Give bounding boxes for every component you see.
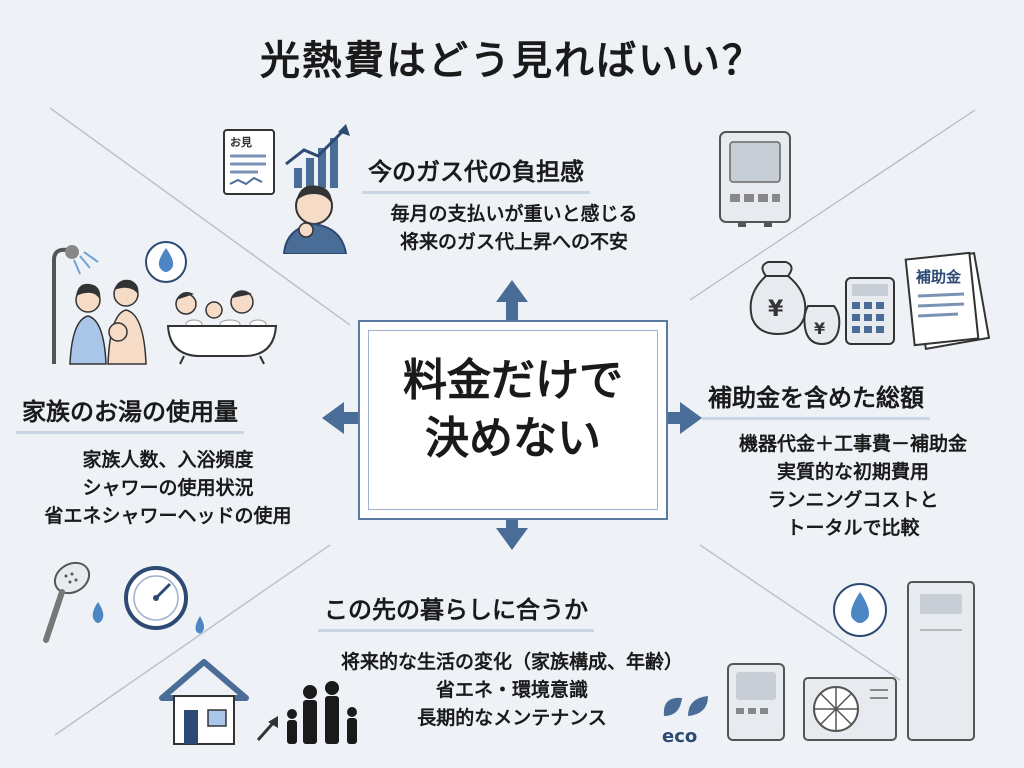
divider-line-top-left [49, 107, 351, 326]
top-line-2: 将来のガス代上昇への不安 [399, 231, 628, 253]
eco-leaf-icon: eco [662, 696, 708, 747]
worried-person-icon [282, 185, 348, 254]
hot-water-tank-icon [907, 581, 975, 741]
right-line-1: 機器代金＋工事費－補助金 [738, 433, 967, 455]
water-drop-circle-icon-2 [833, 583, 887, 637]
water-heater-small-icon [727, 663, 785, 741]
arrow-left-icon [322, 402, 362, 434]
family-silhouette-icon [287, 681, 357, 744]
arrow-up-icon [496, 280, 528, 328]
gas-water-heater-icon [719, 131, 791, 227]
bill-icon: お見 [223, 129, 275, 195]
left-line-3: 省エネシャワーヘッドの使用 [44, 505, 292, 527]
house-icon [159, 659, 249, 745]
arrow-right-icon [662, 402, 702, 434]
eco-label: eco [662, 726, 697, 747]
growth-arrow-icon [256, 716, 278, 741]
bottom-heading: この先の暮らしに合うか [318, 590, 594, 632]
bottom-text-block: 将来的な生活の変化（家族構成、年齢） 省エネ・環境意識 長期的なメンテナンス [300, 648, 724, 732]
right-line-2: 実質的な初期費用 [776, 461, 929, 483]
heat-pump-unit-icon [803, 677, 897, 741]
bottom-line-1: 将来的な生活の変化（家族構成、年齢） [340, 651, 683, 673]
right-heading: 補助金を含めた総額 [702, 378, 930, 420]
right-text-block: 機器代金＋工事費－補助金 実質的な初期費用 ランニングコストと トータルで比較 [694, 430, 1012, 542]
page-title: 光熱費はどう見ればいい？ [260, 38, 764, 84]
bathtub-family-icon [166, 290, 278, 365]
divider-line-top-right [689, 109, 976, 301]
bill-label: お見 [230, 136, 252, 149]
bottom-line-2: 省エネ・環境意識 [435, 679, 588, 701]
water-drop-icon [92, 602, 104, 623]
left-text-block: 家族人数、入浴頻度 シャワーの使用状況 省エネシャワーヘッドの使用 [10, 446, 326, 530]
family-bath-illustration [52, 241, 278, 365]
shower-head-icon [52, 245, 99, 364]
calculator-icon [845, 277, 895, 345]
subsidy-illustration: ¥ ¥ 補助金 [749, 251, 991, 351]
center-box [358, 320, 668, 520]
divider-line-bottom-right [699, 544, 901, 681]
rising-chart-icon [285, 124, 350, 188]
handheld-shower-icon [43, 561, 91, 643]
yen-symbol-small: ¥ [814, 319, 825, 338]
subsidy-doc-label: 補助金 [915, 268, 962, 286]
top-heading: 今のガス代の負担感 [362, 152, 590, 194]
bottom-line-3: 長期的なメンテナンス [417, 707, 607, 729]
right-line-3: ランニングコストと [767, 489, 939, 511]
gauge-meter-icon [124, 566, 188, 630]
water-drop-circle-icon [145, 241, 187, 283]
parent-child-icon [69, 279, 147, 365]
shower-meter-illustration [43, 561, 204, 643]
top-line-1: 毎月の支払いが重いと感じる [390, 203, 638, 225]
center-message: 料金だけで 決めない [358, 352, 668, 468]
subsidy-document-icon: 補助金 [904, 251, 991, 351]
house-family-illustration [159, 659, 357, 745]
small-water-drop-icon [195, 616, 204, 634]
left-line-2: シャワーの使用状況 [82, 477, 254, 499]
equipment-illustration [727, 581, 975, 741]
right-line-4: トータルで比較 [786, 517, 920, 539]
money-bag-icon: ¥ ¥ [749, 261, 841, 346]
divider-line-bottom-left [54, 544, 331, 736]
yen-symbol-large: ¥ [768, 297, 784, 322]
center-line-1: 料金だけで [403, 355, 623, 406]
left-heading: 家族のお湯の使用量 [16, 392, 244, 434]
top-text-block: 毎月の支払いが重いと感じる 将来のガス代上昇への不安 [356, 200, 672, 256]
center-line-2: 決めない [425, 413, 601, 464]
arrow-down-icon [496, 502, 528, 550]
left-line-1: 家族人数、入浴頻度 [82, 449, 254, 471]
worried-person-illustration: お見 [223, 124, 350, 254]
